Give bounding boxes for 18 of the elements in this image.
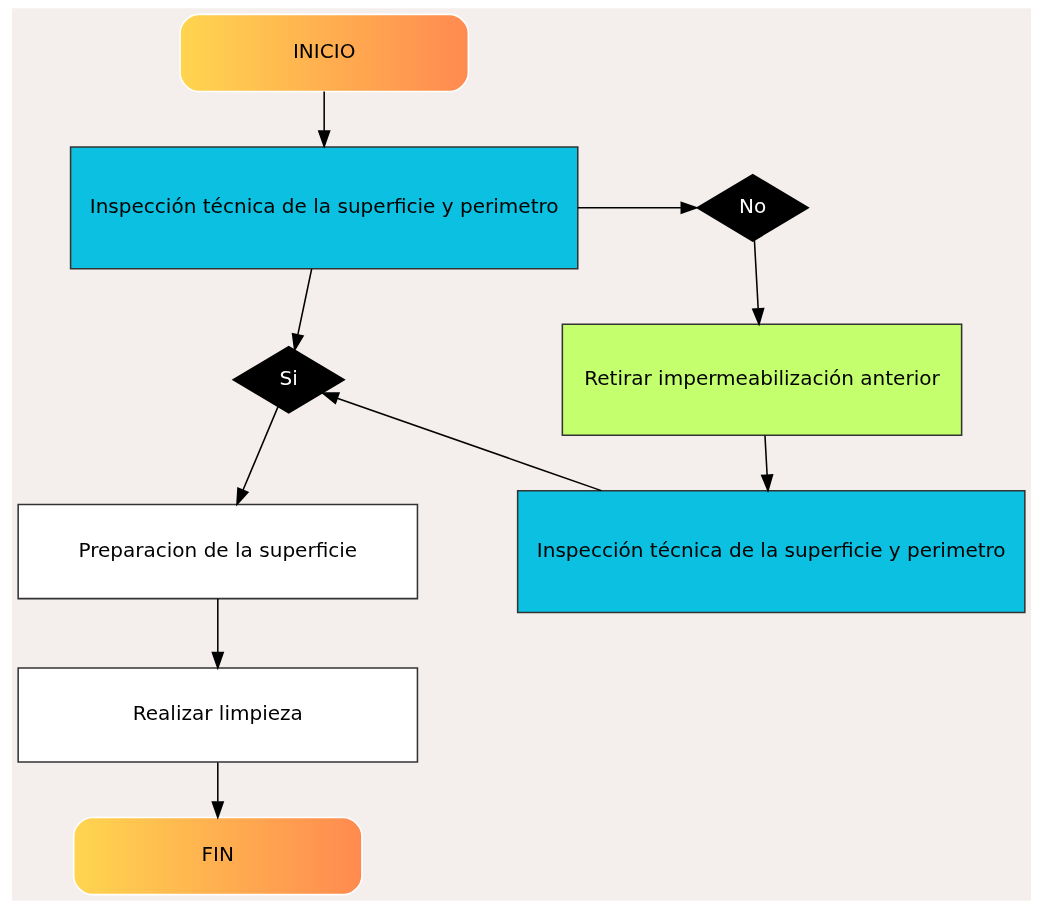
- arrow: [317, 90, 331, 149]
- arrow: [210, 761, 224, 820]
- node-box: Retirar impermeabilización anterior: [561, 323, 962, 436]
- node-box: Realizar limpieza: [16, 667, 418, 763]
- node-box: INICIO: [178, 13, 469, 93]
- arrow: [760, 434, 774, 493]
- arrow: [210, 597, 224, 671]
- arrow: [291, 268, 312, 353]
- node-diamond: Si: [231, 345, 346, 414]
- arrow: [751, 239, 765, 327]
- arrow: [235, 406, 279, 507]
- arrow: [319, 392, 602, 492]
- node-box: FIN: [72, 816, 363, 896]
- node-box: Inspección técnica de la superficie y perimetro: [69, 146, 579, 270]
- node-box: Inspección técnica de la superficie y perimetro: [516, 489, 1026, 614]
- node-box: Preparacion de la superficie: [16, 503, 418, 600]
- arrow: [576, 201, 699, 215]
- node-diamond: No: [695, 173, 810, 242]
